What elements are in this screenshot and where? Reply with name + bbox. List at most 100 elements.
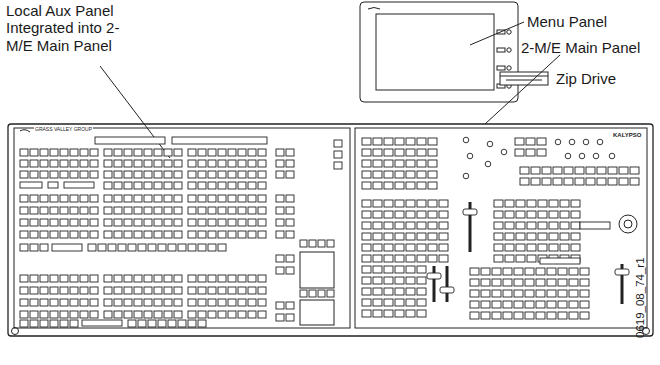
panel-button [164, 311, 172, 318]
panel-button [362, 310, 371, 317]
panel-button [373, 182, 382, 189]
panel-button [525, 290, 534, 297]
panel-button [60, 275, 68, 282]
panel-button [492, 268, 501, 275]
panel-button [40, 311, 48, 318]
panel-button [558, 301, 567, 308]
panel-button [174, 171, 182, 178]
panel-button [104, 171, 112, 178]
panel-button [30, 275, 38, 282]
panel-button [70, 275, 78, 282]
panel-button [20, 149, 28, 156]
panel-button [154, 207, 162, 214]
panel-button [384, 182, 393, 189]
panel-button [198, 231, 206, 238]
panel-button [60, 311, 68, 318]
panel-button [384, 233, 393, 240]
panel-button [70, 160, 78, 167]
panel-button [104, 149, 112, 156]
panel-button [362, 255, 371, 262]
panel-button [208, 149, 216, 156]
panel-button [88, 244, 96, 251]
panel-button [154, 182, 162, 189]
panel-button [174, 299, 182, 306]
panel-button [428, 211, 437, 218]
panel-button [481, 279, 490, 286]
leader-line [470, 22, 524, 45]
panel-button [154, 149, 162, 156]
panel-button [362, 211, 371, 218]
panel-button [90, 160, 98, 167]
panel-button [144, 231, 152, 238]
panel-button [188, 320, 196, 327]
panel-button [373, 244, 382, 251]
panel-button [362, 233, 371, 240]
panel-button [258, 171, 266, 178]
panel-button [248, 171, 256, 178]
panel-button [228, 182, 236, 189]
panel-button [70, 287, 78, 294]
fader-slot [433, 266, 436, 302]
panel-button [384, 160, 393, 167]
panel-button [406, 299, 415, 306]
panel-button [134, 287, 142, 294]
panel-button [40, 195, 48, 202]
panel-button [138, 244, 146, 251]
panel-button [188, 160, 196, 167]
panel-button [417, 233, 426, 240]
panel-button [60, 320, 68, 327]
panel-button [258, 219, 266, 226]
panel-knob [597, 139, 603, 145]
panel-button [218, 299, 226, 306]
panel-button [50, 320, 58, 327]
panel-button [547, 312, 556, 319]
panel-button [417, 244, 426, 251]
panel-button [80, 231, 88, 238]
panel-button [549, 211, 558, 218]
panel-button [619, 178, 628, 185]
panel-button [334, 162, 342, 169]
panel-button [124, 182, 132, 189]
panel-button [526, 149, 535, 156]
panel-button [309, 290, 316, 297]
panel-button [80, 275, 88, 282]
panel-button [406, 244, 415, 251]
panel-button [384, 171, 393, 178]
panel-button [144, 275, 152, 282]
panel-button [384, 211, 393, 218]
panel-button [20, 311, 28, 318]
panel-button [630, 167, 639, 174]
panel-button [80, 171, 88, 178]
panel-button [531, 167, 540, 174]
panel-button [164, 275, 172, 282]
panel-button [505, 255, 514, 262]
menu-button [497, 48, 505, 52]
panel-button [373, 138, 382, 145]
panel-button [238, 311, 246, 318]
panel-button [208, 287, 216, 294]
panel-button [134, 182, 142, 189]
panel-button [586, 178, 595, 185]
panel-button [90, 299, 98, 306]
panel-button [20, 160, 28, 167]
panel-button [428, 138, 437, 145]
panel-button [428, 171, 437, 178]
panel-button [60, 160, 68, 167]
panel-button [547, 268, 556, 275]
panel-button [417, 182, 426, 189]
panel-button [90, 195, 98, 202]
panel-button [20, 207, 28, 214]
panel-button [134, 195, 142, 202]
panel-button [373, 299, 382, 306]
panel-button [60, 299, 68, 306]
panel-button [104, 275, 112, 282]
panel-button [70, 149, 78, 156]
panel-button [164, 231, 172, 238]
panel-button [531, 178, 540, 185]
panel-button [571, 222, 580, 229]
panel-button [124, 299, 132, 306]
main-panel-left-section [14, 128, 350, 328]
panel-button [188, 171, 196, 178]
panel-button [406, 138, 415, 145]
panel-button [218, 231, 226, 238]
